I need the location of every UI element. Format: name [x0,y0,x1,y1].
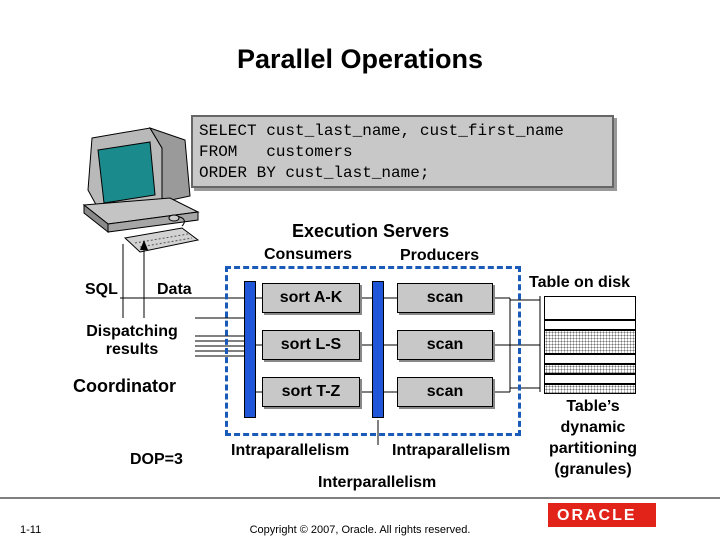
granules-line-4: (granules) [554,461,632,478]
table-on-disk-label: Table on disk [529,274,631,291]
dispatching-results-label: Dispatching results [67,323,197,359]
execution-servers-label: Execution Servers [292,221,450,241]
producer-box-2: scan [397,330,493,360]
producer-box-3: scan [397,377,493,407]
oracle-logo-text: ORACLE [557,507,637,524]
producer-server-bar [372,281,384,418]
granules-line-1: Table’s [566,398,620,415]
intraparallelism-left-label: Intraparallelism [231,442,350,459]
sql-label: SQL [85,281,118,298]
granules-caption: Table’s dynamic partitioning (granules) [534,396,652,480]
consumer-server-bar [244,281,256,418]
producer-box-1: scan [397,283,493,313]
disk-granule [544,296,636,320]
interparallelism-label: Interparallelism [318,474,437,491]
disk-granule [544,320,636,330]
page-title: Parallel Operations [236,44,484,74]
page-number: 1-11 [20,524,42,536]
producers-label: Producers [400,247,480,264]
disk-granule [544,374,636,384]
consumer-box-3: sort T-Z [262,377,360,407]
consumer-box-1: sort A-K [262,283,360,313]
sql-line-1: SELECT cust_last_name, cust_first_name [199,122,564,140]
disk-granule [544,364,636,374]
consumer-box-2: sort L-S [262,330,360,360]
data-label: Data [157,281,192,298]
copyright-text: Copyright © 2007, Oracle. All rights res… [249,524,471,536]
coordinator-label: Coordinator [73,376,176,396]
computer-icon [82,127,200,253]
granules-line-3: partitioning [549,440,637,457]
disk-granule [544,330,636,354]
disk-granule [544,384,636,394]
dop-label: DOP=3 [130,451,183,468]
dispatching-line-2: results [105,341,159,358]
intraparallelism-right-label: Intraparallelism [392,442,511,459]
execution-servers-region [225,266,521,436]
disk-granule [544,354,636,364]
dispatching-line-1: Dispatching [86,323,178,340]
consumers-label: Consumers [264,246,353,263]
granules-line-2: dynamic [560,419,626,436]
sql-statement-box: SELECT cust_last_name, cust_first_name F… [191,115,614,188]
sql-line-2: FROM customers [199,143,353,161]
sql-line-3: ORDER BY cust_last_name; [199,164,430,182]
oracle-logo [548,503,656,527]
